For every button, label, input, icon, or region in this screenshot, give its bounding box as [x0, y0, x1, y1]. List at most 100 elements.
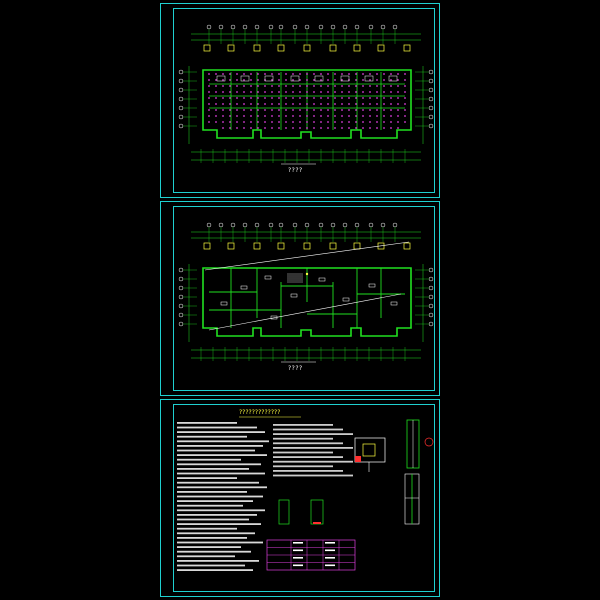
axis-bubble	[318, 24, 324, 30]
pile-point	[222, 79, 224, 81]
pile-point	[299, 103, 301, 105]
pile-point	[257, 121, 259, 123]
pile-point	[404, 97, 406, 99]
note-text-line	[177, 449, 255, 452]
axis-bubble	[428, 303, 434, 309]
pile-point	[404, 79, 406, 81]
note-text-line	[177, 537, 247, 539]
foundation-plan-caption: ????	[288, 167, 303, 174]
pile-point	[390, 127, 392, 129]
accent-mark	[313, 522, 321, 524]
note-text-line	[177, 514, 257, 516]
pile-point	[285, 97, 287, 99]
pile-point	[292, 73, 294, 75]
pile-point	[327, 109, 329, 111]
axis-bubble	[230, 222, 236, 228]
section-line	[208, 293, 402, 331]
pile-point	[299, 115, 301, 117]
table-cell-text	[325, 564, 335, 567]
pile-point	[355, 97, 357, 99]
axis-bubble	[178, 96, 184, 102]
pile-point	[327, 85, 329, 87]
note-text-line	[177, 495, 263, 498]
pile-point	[383, 109, 385, 111]
pile-point	[383, 73, 385, 75]
sheet-notes-details: ?????????????	[160, 399, 440, 597]
axis-bubble	[428, 123, 434, 129]
pile-point	[285, 91, 287, 93]
pile-point	[271, 103, 273, 105]
pile-point	[320, 79, 322, 81]
pile-point	[229, 121, 231, 123]
pile-point	[376, 103, 378, 105]
column-marker	[253, 242, 261, 250]
pile-point	[313, 115, 315, 117]
table-cell-text	[293, 542, 303, 544]
floor-plan-caption: ????	[288, 365, 303, 372]
axis-bubble	[278, 24, 284, 30]
pile-point	[278, 115, 280, 117]
pile-point	[243, 79, 245, 81]
pile-point	[222, 115, 224, 117]
pile-point	[306, 79, 308, 81]
note-text-line	[177, 532, 255, 535]
pile-point	[257, 97, 259, 99]
pile-point	[362, 97, 364, 99]
pile-point	[257, 127, 259, 129]
note-text-line	[177, 426, 257, 429]
pile-point	[383, 127, 385, 129]
room-fixture	[318, 277, 326, 282]
pile-point	[243, 97, 245, 99]
pile-point	[376, 127, 378, 129]
pile-cap	[264, 75, 274, 82]
pile-point	[320, 91, 322, 93]
pile-point	[271, 97, 273, 99]
pile-point	[390, 73, 392, 75]
table-cell-text	[293, 557, 303, 559]
pile-point	[257, 109, 259, 111]
axis-bubble	[342, 24, 348, 30]
pile-cap-detail	[354, 437, 386, 463]
floor-plan-drawing	[178, 222, 434, 363]
pile-point	[306, 91, 308, 93]
column-marker	[353, 44, 361, 52]
axis-bubble	[354, 222, 360, 228]
pile-point	[229, 85, 231, 87]
pile-point	[334, 79, 336, 81]
detail-callout	[424, 437, 434, 447]
pile-point	[355, 127, 357, 129]
axis-bubble	[330, 24, 336, 30]
axis-bubble	[428, 78, 434, 84]
pile-point	[341, 103, 343, 105]
pile-point	[278, 85, 280, 87]
pile-point	[327, 97, 329, 99]
small-detail	[278, 499, 290, 525]
pile-point	[208, 109, 210, 111]
pile-point	[250, 115, 252, 117]
pile-cap	[314, 75, 324, 82]
pile-point	[215, 79, 217, 81]
pile-point	[320, 85, 322, 87]
pile-cap	[240, 75, 250, 82]
pile-point	[264, 73, 266, 75]
foundation-plan-drawing	[178, 24, 434, 165]
pile-point	[236, 103, 238, 105]
pile-point	[313, 103, 315, 105]
axis-bubble	[178, 303, 184, 309]
note-text-line	[177, 560, 259, 562]
pile-point	[215, 91, 217, 93]
pile-point	[285, 85, 287, 87]
pile-point	[215, 85, 217, 87]
pile-point	[236, 79, 238, 81]
pile-point	[278, 91, 280, 93]
pile-point	[369, 91, 371, 93]
building-outline	[202, 69, 412, 139]
pile-point	[215, 121, 217, 123]
pile-point	[222, 97, 224, 99]
pile-point	[320, 115, 322, 117]
pile-point	[229, 73, 231, 75]
pile-point	[327, 91, 329, 93]
pile-point	[341, 109, 343, 111]
pile-point	[376, 79, 378, 81]
notes-title: ?????????????	[239, 409, 281, 416]
